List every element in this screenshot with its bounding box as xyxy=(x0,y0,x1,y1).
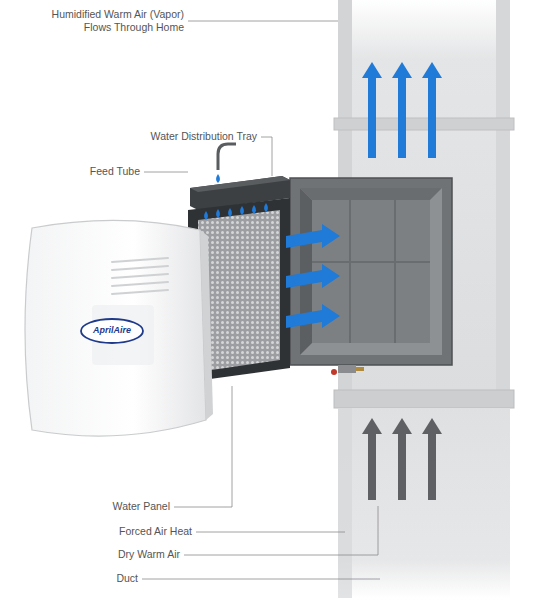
flow-arrows xyxy=(286,224,340,328)
front-cover xyxy=(25,220,213,436)
part-label: Forced Air Heat xyxy=(82,525,192,538)
part-label: Duct xyxy=(38,572,138,585)
vapor-arrows xyxy=(362,62,442,158)
part-label: Feed Tube xyxy=(40,165,140,178)
leader-lines xyxy=(142,21,380,579)
brand-logo: AprilAire xyxy=(80,325,144,336)
water-drop xyxy=(216,174,220,183)
part-label: Water Panel xyxy=(60,500,170,513)
feed-tube xyxy=(218,144,236,170)
part-label: Water Distribution Tray xyxy=(97,130,257,143)
dry-air-arrows xyxy=(362,418,442,500)
flow-label: Dry Warm Air xyxy=(70,548,180,561)
flow-label: Humidified Warm Air (Vapor) Flows Throug… xyxy=(34,8,184,34)
